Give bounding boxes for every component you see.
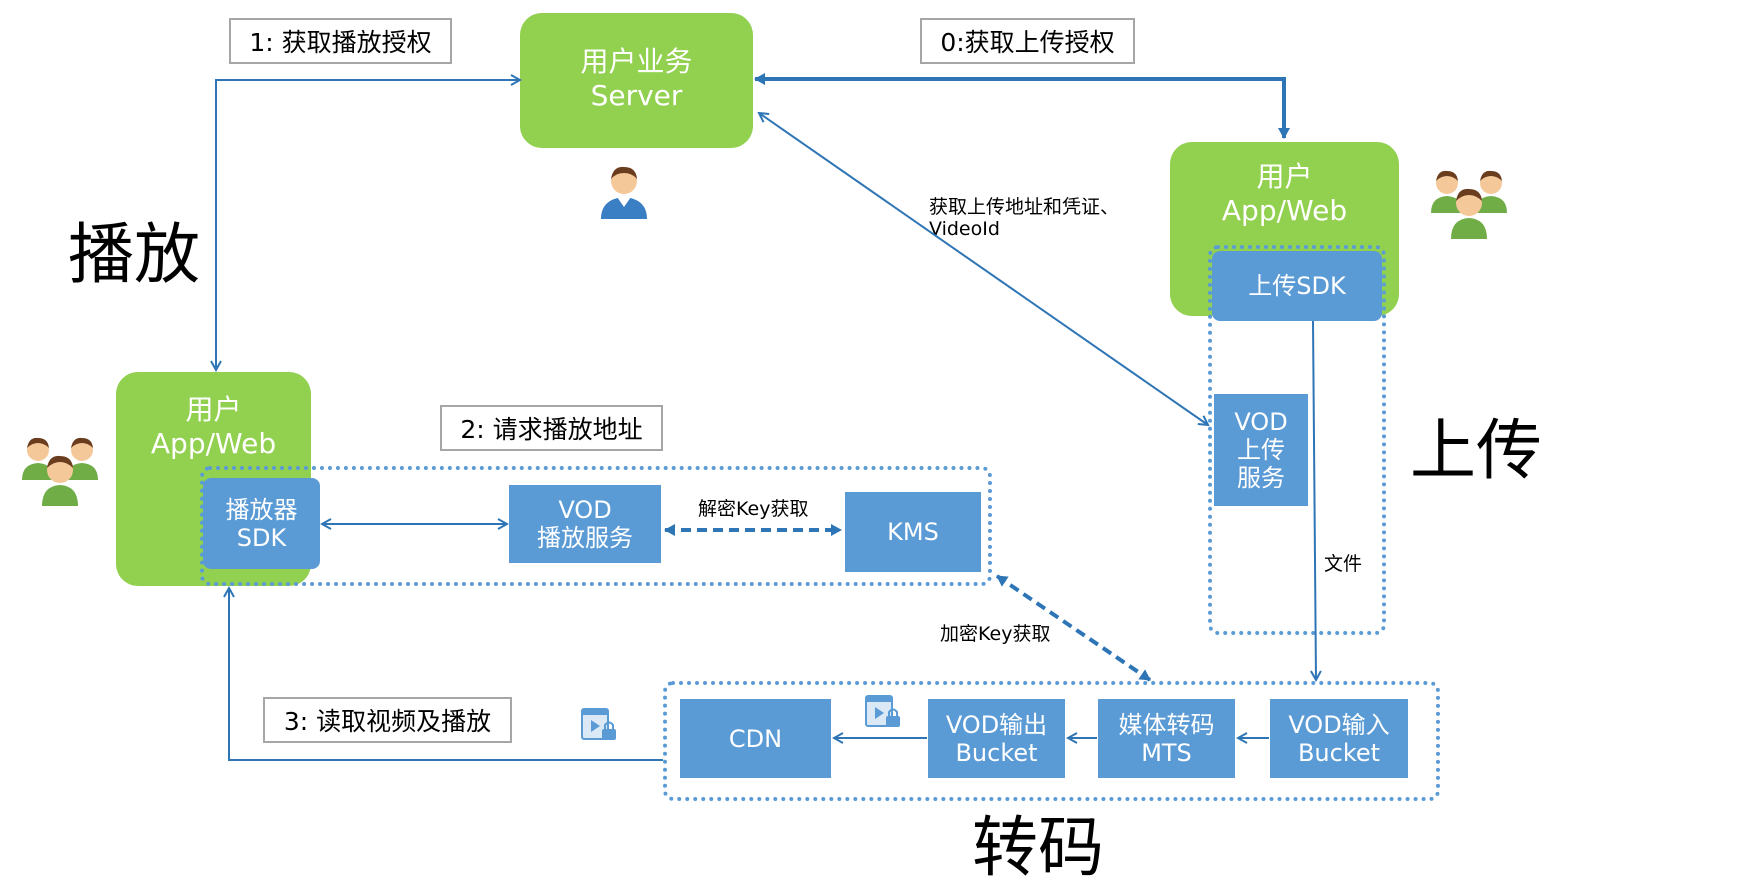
mts-line2: MTS bbox=[1141, 738, 1192, 767]
edge-upload-address bbox=[759, 113, 1208, 425]
section-title-upload: 上传 bbox=[1410, 412, 1542, 489]
edge-read-video-play bbox=[229, 588, 663, 761]
upload-app-node-line1: 用户 bbox=[1256, 160, 1313, 193]
vod-play-service-line2: 播放服务 bbox=[537, 524, 633, 552]
vod-upload-service-line2: 上传 bbox=[1237, 436, 1285, 464]
edge-label-file: 文件 bbox=[1324, 553, 1363, 575]
server-node-line2: Server bbox=[590, 79, 683, 112]
step-label-request-play-url: 2: 请求播放地址 bbox=[440, 405, 663, 451]
section-title-play: 播放 bbox=[68, 216, 200, 293]
cdn-node: CDN bbox=[680, 699, 831, 778]
edge-label-decrypt-key: 解密Key获取 bbox=[698, 498, 809, 520]
upload-sdk-node: 上传SDK bbox=[1212, 251, 1382, 321]
server-node: 用户业务 Server bbox=[520, 13, 753, 148]
transcode-group-frame bbox=[663, 681, 1440, 801]
edge-file bbox=[1313, 320, 1316, 680]
step-label-get-upload-auth: 0:获取上传授权 bbox=[920, 18, 1135, 64]
edge-encrypt-key bbox=[995, 574, 1152, 682]
encrypted-video-icon bbox=[581, 708, 616, 740]
edge-get-play-auth bbox=[216, 80, 520, 370]
upload-app-node-line2: App/Web bbox=[1221, 194, 1348, 227]
user-group-icon bbox=[22, 437, 98, 506]
vod-input-bucket-node: VOD输入 Bucket bbox=[1270, 699, 1408, 778]
step-label-get-play-auth: 1: 获取播放授权 bbox=[229, 18, 452, 64]
player-sdk-node: 播放器 SDK bbox=[203, 478, 320, 569]
kms-node: KMS bbox=[845, 492, 981, 572]
section-title-transcode: 转码 bbox=[972, 809, 1104, 886]
play-app-node-line2: App/Web bbox=[150, 427, 277, 460]
vod-input-bucket-line2: Bucket bbox=[1297, 738, 1381, 767]
edge-get-upload-auth bbox=[754, 73, 1290, 139]
vod-output-bucket-line1: VOD输出 bbox=[945, 710, 1048, 739]
player-sdk-line2: SDK bbox=[236, 523, 287, 552]
vod-upload-service-line3: 服务 bbox=[1237, 464, 1285, 492]
vod-output-bucket-line2: Bucket bbox=[955, 738, 1038, 767]
mts-node: 媒体转码 MTS bbox=[1098, 699, 1235, 778]
vod-play-service-node: VOD 播放服务 bbox=[509, 485, 661, 563]
vod-output-bucket-node: VOD输出 Bucket bbox=[928, 699, 1065, 778]
single-user-icon bbox=[601, 166, 647, 219]
user-group-icon bbox=[1431, 170, 1507, 239]
mts-line1: 媒体转码 bbox=[1118, 710, 1215, 739]
encrypted-video-icon bbox=[865, 695, 900, 727]
vod-play-service-line1: VOD bbox=[558, 496, 612, 524]
step-label-read-video-play: 3: 读取视频及播放 bbox=[263, 697, 512, 743]
play-group-frame bbox=[200, 466, 992, 586]
vod-input-bucket-line1: VOD输入 bbox=[1288, 710, 1390, 739]
vod-upload-service-node: VOD 上传 服务 bbox=[1214, 394, 1308, 506]
player-sdk-line1: 播放器 bbox=[225, 495, 298, 524]
vod-upload-service-line1: VOD bbox=[1234, 408, 1288, 436]
server-node-line1: 用户业务 bbox=[580, 45, 693, 78]
upload-group-frame bbox=[1208, 245, 1386, 635]
play-app-node-line1: 用户 bbox=[185, 393, 242, 426]
